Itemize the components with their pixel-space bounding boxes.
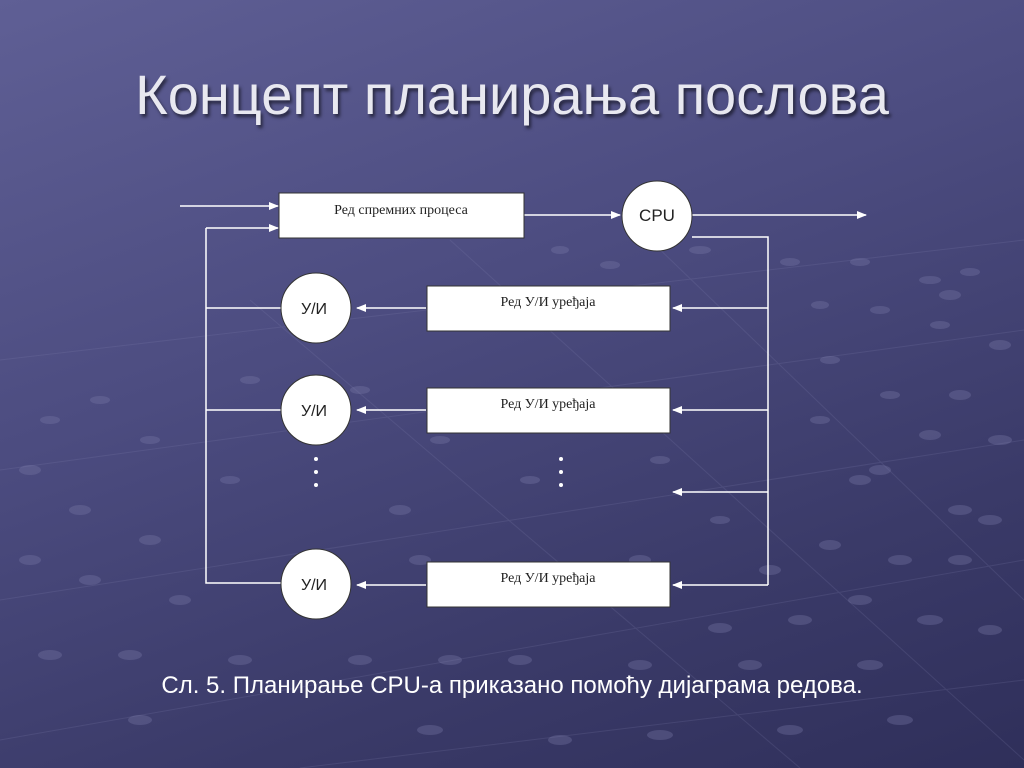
io-device-label: У/И	[301, 403, 327, 420]
left-bus-line	[205, 228, 281, 584]
device-ellipsis	[314, 457, 318, 487]
connector-lines	[180, 202, 867, 589]
io-device-node-2: У/И	[280, 374, 352, 446]
io-queue-box-2: Ред У/И уређаја	[426, 387, 671, 434]
io-device-label: У/И	[301, 301, 327, 318]
figure-caption: Сл. 5. Планирање CPU-а приказано помоћу …	[161, 672, 863, 699]
queue-ellipsis	[559, 457, 563, 487]
ready-queue-label: Ред спремних процеса	[334, 203, 468, 218]
right-bus-line	[692, 236, 769, 585]
io-device-node-1: У/И	[280, 272, 352, 344]
io-queue-label: Ред У/И уређаја	[501, 295, 597, 310]
io-device-node-3: У/И	[280, 548, 352, 620]
slide-title: Концепт планирања послова	[135, 63, 889, 126]
io-queue-label: Ред У/И уређаја	[501, 397, 597, 412]
ready-queue-box: Ред спремних процеса	[278, 192, 525, 239]
io-queue-box-3: Ред У/И уређаја	[426, 561, 671, 608]
cpu-node: CPU	[621, 180, 693, 252]
io-device-label: У/И	[301, 577, 327, 594]
cpu-label: CPU	[639, 206, 675, 225]
io-queue-box-1: Ред У/И уређаја	[426, 285, 671, 332]
io-queue-label: Ред У/И уређаја	[501, 571, 597, 586]
